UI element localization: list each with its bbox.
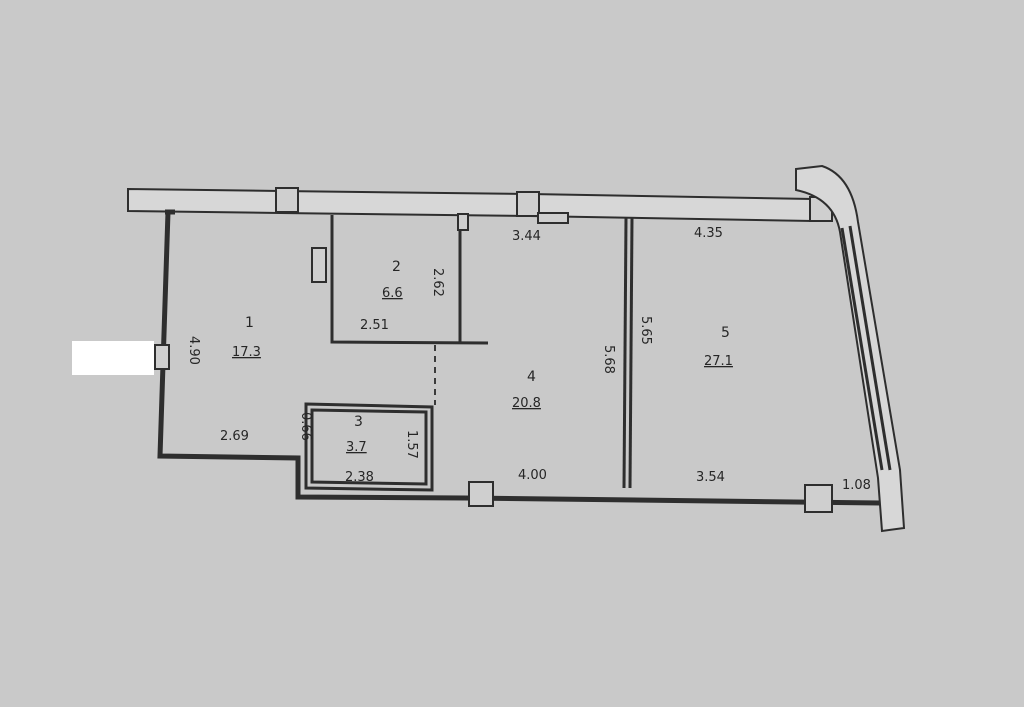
door-marker-top [537, 212, 569, 224]
balcony [795, 164, 906, 533]
room-2-walls [311, 213, 489, 345]
dim-room5-height: 5.65 [638, 316, 653, 345]
dim-room4-bottom: 4.00 [518, 468, 547, 483]
dim-room2-bottom: 2.51 [360, 318, 389, 333]
room-4-area: 20.8 [512, 396, 541, 411]
column-top-left [275, 187, 299, 213]
room-1-number: 1 [245, 315, 254, 331]
dim-room5-bottom: 3.54 [696, 470, 725, 485]
dim-room4-height: 5.68 [601, 345, 616, 374]
room-2-area: 6.6 [382, 286, 403, 301]
dim-room4-top: 3.44 [512, 229, 541, 244]
dim-room1-height: 4.90 [186, 336, 201, 365]
dim-room2-height: 2.62 [430, 268, 445, 297]
dim-room5-top: 4.35 [694, 226, 723, 241]
dim-room3-height: 1.57 [404, 430, 419, 459]
room-3-walls [304, 402, 434, 492]
room-5-area: 27.1 [704, 354, 733, 369]
dim-room3-bottom: 2.38 [345, 470, 374, 485]
room-3-number: 3 [354, 414, 363, 430]
room-3-area: 3.7 [346, 440, 367, 455]
room-5-number: 5 [721, 325, 730, 341]
exterior-walls [157, 209, 881, 506]
exterior-wall-top [127, 187, 813, 223]
room-4-number: 4 [527, 369, 536, 385]
dim-room1-bottom: 2.69 [220, 429, 249, 444]
column-top-middle [516, 191, 540, 217]
room-1-area: 17.3 [232, 345, 261, 360]
column-bottom-right [804, 484, 833, 513]
dim-balcony-width: 1.08 [842, 478, 871, 493]
dim-room1-step: 0.66 [298, 412, 313, 441]
room-2-number: 2 [392, 259, 401, 275]
entrance-door [154, 344, 170, 370]
entrance-label-patch [72, 341, 154, 375]
room-4-5-wall [622, 217, 634, 489]
column-bottom-left [468, 481, 494, 507]
